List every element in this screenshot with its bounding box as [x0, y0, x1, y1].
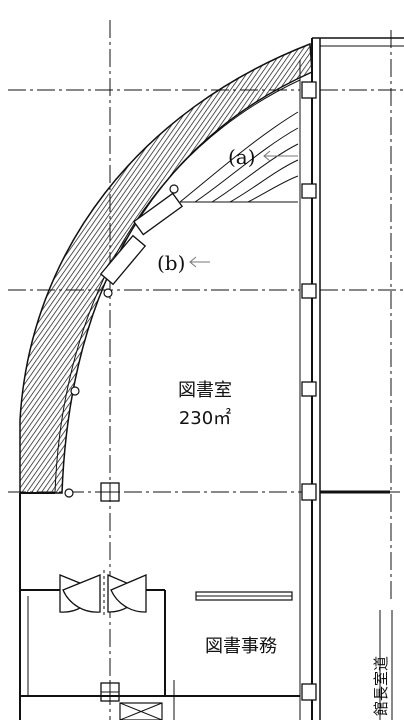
stepped-seating	[179, 111, 299, 203]
column	[301, 81, 317, 99]
side-corridor-label: 館長室道	[372, 656, 390, 716]
double-doors-left	[59, 574, 101, 613]
column	[301, 183, 317, 199]
columns-right-wall	[301, 81, 317, 701]
office-room-name: 図書事務	[205, 636, 277, 657]
fixture-circle	[103, 288, 113, 298]
double-doors-right	[107, 574, 147, 613]
fixture-circle	[64, 488, 74, 498]
column	[301, 483, 317, 501]
fixture-circle	[70, 386, 80, 396]
column	[301, 381, 317, 397]
right-edge-marks	[379, 610, 393, 720]
display-case	[99, 234, 147, 286]
column	[301, 683, 317, 701]
right-side-wall	[299, 37, 404, 720]
display-cases	[99, 192, 184, 286]
stair-corner	[119, 702, 163, 720]
curved-wall-inner-line	[54, 79, 301, 494]
fixtures	[64, 184, 179, 498]
callout-a-arrow	[263, 150, 298, 162]
lower-walls	[19, 492, 300, 720]
display-case	[132, 192, 184, 236]
library-room-name: 図書室	[178, 380, 232, 401]
callout-a-label: (a)	[228, 145, 256, 169]
column	[301, 283, 317, 299]
fixture-circle	[169, 184, 179, 194]
library-room-area: 230㎡	[179, 407, 231, 429]
callout-b-label: (b)	[157, 251, 185, 275]
callout-b-arrow	[189, 256, 210, 268]
